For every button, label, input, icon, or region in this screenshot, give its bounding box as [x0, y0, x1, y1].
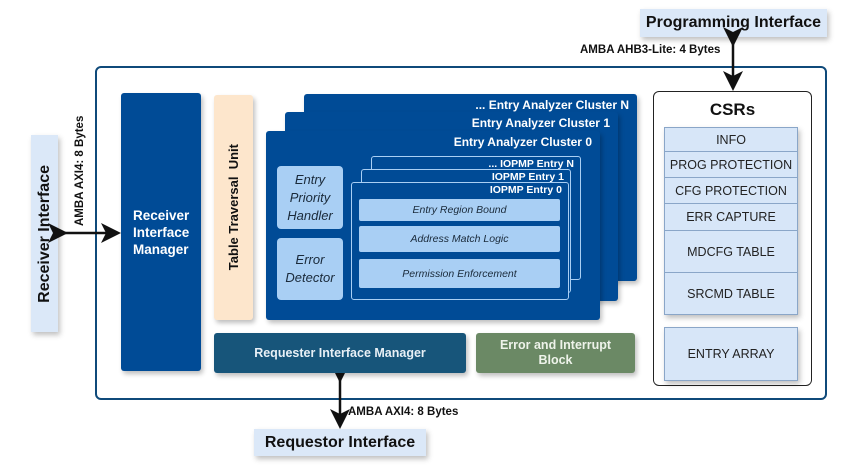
rim-line-2: Interface — [133, 224, 190, 240]
eib-line-1: Error and Interrupt — [499, 338, 612, 352]
cluster-0-label: Entry Analyzer Cluster 0 — [453, 135, 592, 149]
address-match-logic: Address Match Logic — [359, 226, 560, 252]
eph-line-2: Priority — [289, 189, 331, 205]
entry-region-bound: Entry Region Bound — [359, 199, 560, 221]
csr-info: INFO — [665, 128, 797, 152]
rim-line-3: Manager — [133, 241, 189, 257]
table-traversal-unit: Table Traversal Unit — [214, 95, 253, 320]
eib-line-2: Block — [538, 353, 573, 367]
programming-bus-label: AMBA AHB3-Lite: 4 Bytes — [580, 44, 721, 56]
ed-line-2: Detector — [285, 270, 335, 285]
csr-cfg-protection: CFG PROTECTION — [665, 178, 797, 204]
permission-enforcement: Permission Enforcement — [359, 259, 560, 288]
error-interrupt-block: Error and Interrupt Block — [476, 333, 635, 373]
entry-1-label: IOPMP Entry 1 — [491, 171, 564, 183]
csr-prog-protection: PROG PROTECTION — [665, 152, 797, 178]
ed-line-1: Error — [295, 252, 325, 267]
csr-register-stack: INFO PROG PROTECTION CFG PROTECTION ERR … — [664, 127, 798, 315]
entry-array-label: ENTRY ARRAY — [687, 347, 775, 361]
rim-line-1: Receiver — [133, 207, 190, 223]
permission-enforcement-label: Permission Enforcement — [402, 267, 517, 280]
requestor-bus-label: AMBA AXI4: 8 Bytes — [348, 406, 459, 418]
eph-line-3: Handler — [287, 207, 333, 223]
requester-interface-manager: Requester Interface Manager — [214, 333, 466, 373]
requestor-interface: Requestor Interface — [254, 429, 426, 456]
csrs-title: CSRs — [709, 100, 756, 119]
entry-region-bound-label: Entry Region Bound — [412, 204, 507, 216]
programming-interface-label: Programming Interface — [645, 14, 822, 31]
cluster-n-label: ... Entry Analyzer Cluster N — [475, 98, 629, 112]
csr-err-capture: ERR CAPTURE — [665, 204, 797, 231]
entry-n-label: ... IOPMP Entry N — [488, 158, 574, 170]
address-match-logic-label: Address Match Logic — [410, 233, 509, 245]
entry-0-label: IOPMP Entry 0 — [489, 184, 562, 196]
requester-interface-manager-label: Requester Interface Manager — [254, 346, 426, 360]
csr-srcmd-table: SRCMD TABLE — [687, 286, 775, 301]
error-detector: Error Detector — [277, 238, 343, 300]
eph-line-1: Entry — [294, 171, 326, 187]
receiver-interface-manager: Receiver Interface Manager — [121, 93, 201, 371]
entry-priority-handler: Entry Priority Handler — [277, 166, 343, 229]
csr-mdcfg-table: MDCFG TABLE — [665, 231, 797, 273]
table-traversal-unit-label: Table Traversal Unit — [226, 144, 241, 271]
csr-entry-array: ENTRY ARRAY — [664, 327, 798, 381]
requestor-interface-label: Requestor Interface — [264, 433, 416, 451]
cluster-1-label: Entry Analyzer Cluster 1 — [471, 116, 610, 130]
